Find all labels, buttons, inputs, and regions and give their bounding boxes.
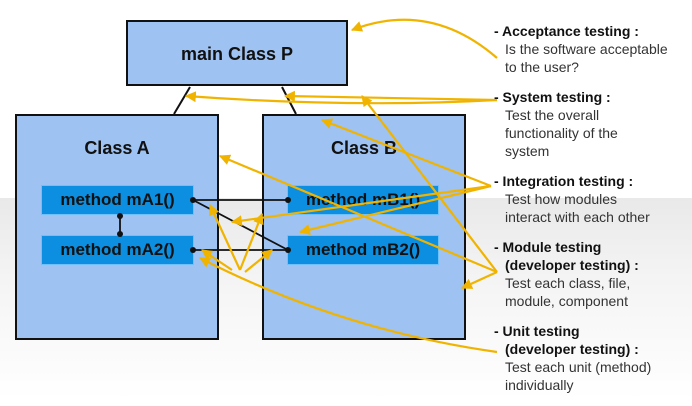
call-ma1-mb2 [192, 199, 289, 251]
testing-levels-list: - Acceptance testing : Is the software a… [494, 22, 690, 406]
note-system-title: - System testing : [494, 89, 611, 105]
note-module-title: - Module testing [494, 239, 602, 255]
arrow-module-3 [361, 95, 498, 273]
note-module: - Module testing (developer testing) : T… [494, 238, 690, 310]
link-p-a [173, 86, 191, 115]
note-unit-desc-1: Test each unit (method) [505, 359, 652, 375]
note-integration: - Integration testing : Test how modules… [494, 172, 690, 226]
note-unit: - Unit testing (developer testing) : Tes… [494, 322, 690, 394]
note-integration-title: - Integration testing : [494, 173, 634, 189]
note-system-desc-1: Test the overall [505, 107, 600, 123]
arrow-system-2 [283, 90, 498, 102]
arrow-unit-3 [238, 212, 264, 271]
class-b-box: Class B [262, 114, 466, 340]
note-unit-title-2: (developer testing) : [505, 341, 639, 357]
arrow-acceptance [350, 18, 498, 59]
note-acceptance-title: - Acceptance testing : [494, 23, 639, 39]
class-p-box: main Class P [126, 20, 348, 86]
dot-ma2-right [190, 247, 196, 253]
note-unit-desc-2: individually [505, 377, 574, 393]
note-module-title-2: (developer testing) : [505, 257, 639, 273]
arrow-system-1 [184, 91, 498, 105]
class-a-box: Class A [15, 114, 219, 340]
note-unit-title: - Unit testing [494, 323, 580, 339]
note-integration-desc-2: interact with each other [505, 209, 650, 225]
note-acceptance-desc-2: to the user? [505, 59, 579, 75]
arrow-module-1 [218, 154, 498, 274]
arrow-unit-2 [209, 204, 241, 271]
arrow-module-2 [460, 270, 498, 290]
note-module-desc-2: module, component [505, 293, 628, 309]
note-system: - System testing : Test the overall func… [494, 88, 690, 160]
note-module-desc-1: Test each class, file, [505, 275, 631, 291]
arrow-unit-1 [199, 257, 498, 354]
method-mb1: method mB1() [287, 185, 439, 215]
dot-ma1-bottom [117, 213, 123, 219]
note-acceptance-desc-1: Is the software acceptable [505, 41, 668, 57]
arrow-integration-2 [230, 184, 492, 227]
class-a-label: Class A [84, 138, 150, 158]
arrow-integration-3 [298, 184, 492, 236]
note-acceptance: - Acceptance testing : Is the software a… [494, 22, 690, 76]
arrow-unit-4 [244, 249, 273, 273]
note-system-desc-3: system [505, 143, 550, 159]
dot-mb2-left [285, 247, 291, 253]
dot-ma1-right [190, 197, 196, 203]
method-mb2: method mB2() [287, 235, 439, 265]
dot-mb1-left [285, 197, 291, 203]
class-p-label: main Class P [180, 44, 294, 64]
dot-ma2-top [117, 231, 123, 237]
note-system-desc-2: functionality of the [505, 125, 618, 141]
note-integration-desc-1: Test how modules [505, 191, 618, 207]
arrow-unit-5 [201, 249, 233, 271]
